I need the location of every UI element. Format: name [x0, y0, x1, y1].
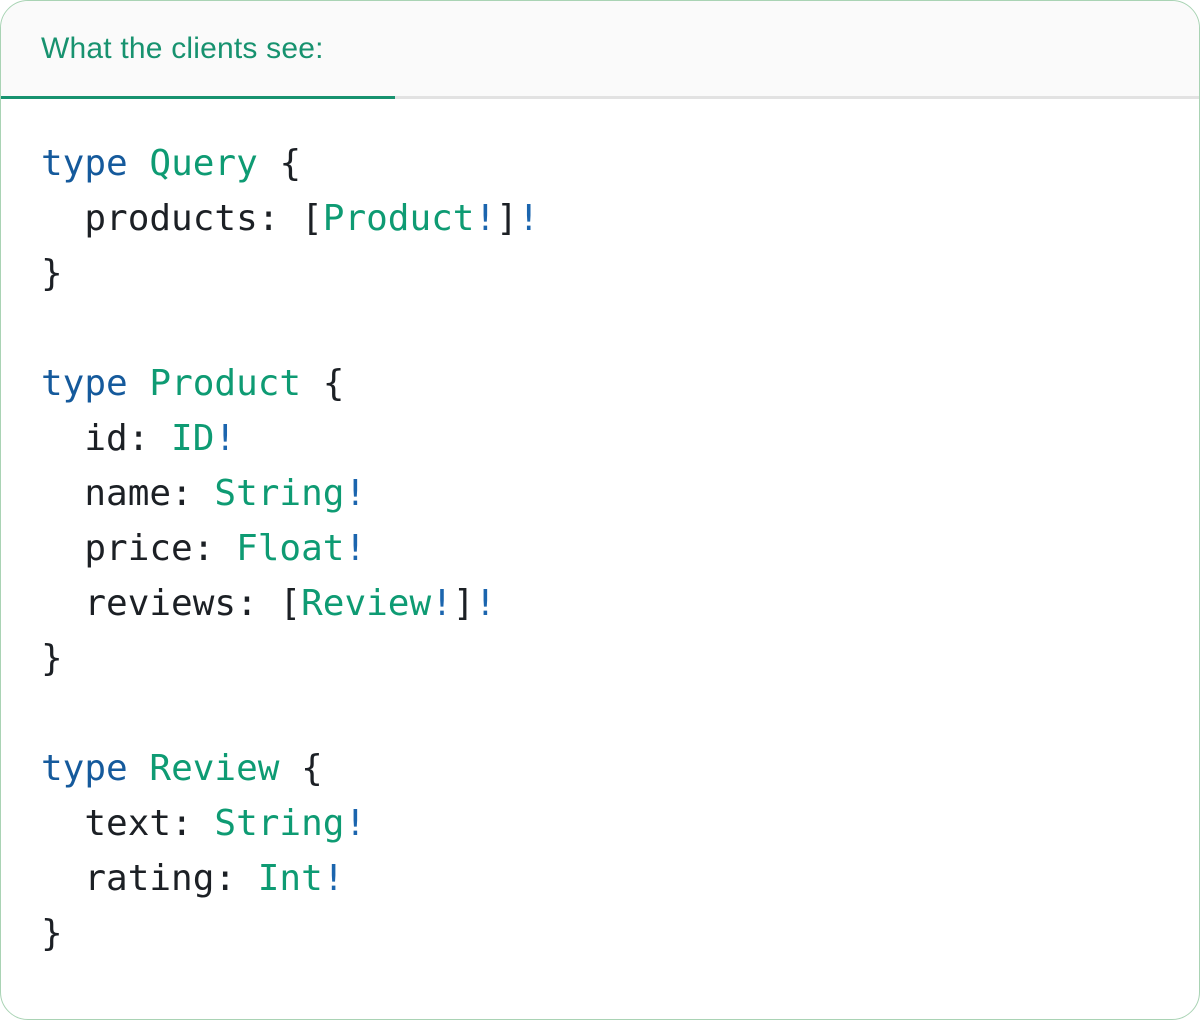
- code-line: [41, 686, 1159, 741]
- code-line: [41, 301, 1159, 356]
- code-token: String: [214, 803, 345, 844]
- code-line: }: [41, 631, 1159, 686]
- code-token: ]: [496, 198, 518, 239]
- code-token: }: [41, 913, 63, 954]
- code-token: products: [: [41, 198, 323, 239]
- code-token: {: [279, 748, 323, 789]
- tab-label: What the clients see:: [41, 31, 324, 65]
- code-token: !: [517, 198, 540, 239]
- code-token: Int: [257, 858, 323, 899]
- code-token: Review: [149, 748, 280, 789]
- code-token: Query: [149, 143, 258, 184]
- code-token: !: [214, 418, 237, 459]
- card-body: type Query { products: [Product!]!}type …: [1, 99, 1199, 961]
- code-token: name:: [41, 473, 215, 514]
- code-token: text:: [41, 803, 215, 844]
- card-header: What the clients see:: [1, 1, 1199, 99]
- code-line: price: Float!: [41, 521, 1159, 576]
- code-token: type: [41, 748, 128, 789]
- code-token: [128, 143, 150, 184]
- code-token: }: [41, 253, 63, 294]
- graphql-schema-code: type Query { products: [Product!]!}type …: [1, 99, 1199, 961]
- code-token: ID: [171, 418, 215, 459]
- code-token: !: [344, 803, 367, 844]
- code-token: {: [301, 363, 345, 404]
- code-line: text: String!: [41, 796, 1159, 851]
- code-token: price:: [41, 528, 237, 569]
- code-line: type Review {: [41, 741, 1159, 796]
- code-token: ]: [452, 583, 475, 624]
- code-token: }: [41, 638, 63, 679]
- code-token: rating:: [41, 858, 258, 899]
- code-token: !: [344, 528, 367, 569]
- code-token: Product: [149, 363, 302, 404]
- code-line: }: [41, 246, 1159, 301]
- code-token: !: [344, 473, 367, 514]
- code-token: id:: [41, 418, 172, 459]
- active-tab-indicator: [1, 96, 395, 99]
- code-token: !: [474, 198, 497, 239]
- code-token: [128, 363, 150, 404]
- code-token: Review: [301, 583, 432, 624]
- code-line: reviews: [Review!]!: [41, 576, 1159, 631]
- code-token: type: [41, 143, 128, 184]
- code-line: type Product {: [41, 356, 1159, 411]
- code-line: rating: Int!: [41, 851, 1159, 906]
- code-token: type: [41, 363, 128, 404]
- code-token: {: [257, 143, 302, 184]
- code-token: !: [322, 858, 345, 899]
- code-line: id: ID!: [41, 411, 1159, 466]
- tab-what-clients-see[interactable]: What the clients see:: [1, 1, 395, 99]
- code-token: !: [474, 583, 497, 624]
- code-token: Float: [236, 528, 345, 569]
- code-token: Product: [322, 198, 475, 239]
- code-line: type Query {: [41, 136, 1159, 191]
- code-token: [128, 748, 150, 789]
- code-token: String: [214, 473, 345, 514]
- code-line: name: String!: [41, 466, 1159, 521]
- code-line: }: [41, 906, 1159, 961]
- code-token: !: [431, 583, 453, 624]
- code-line: products: [Product!]!: [41, 191, 1159, 246]
- code-token: reviews: [: [41, 583, 302, 624]
